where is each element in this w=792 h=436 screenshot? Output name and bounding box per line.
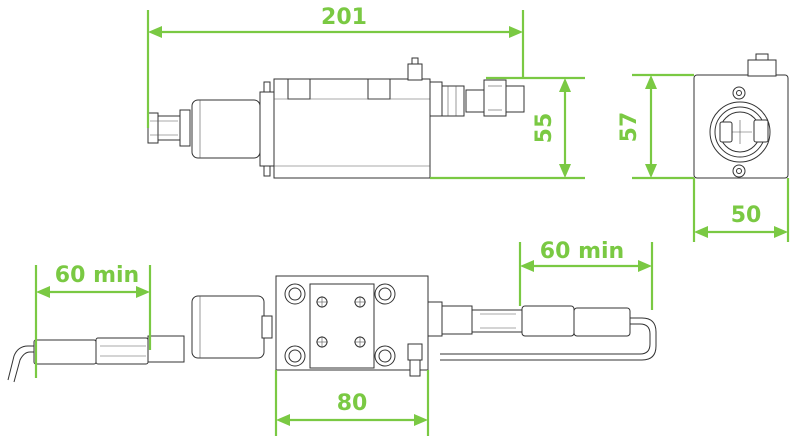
dimension-60-min-left-label: 60 min [55, 263, 139, 288]
dimension-57: 57 [617, 73, 694, 180]
dimension-201-label: 201 [321, 5, 367, 30]
dimension-50-label: 50 [731, 203, 762, 228]
dimension-60-min-right: 60 min [518, 239, 654, 310]
dimension-80-label: 80 [337, 391, 368, 416]
dimension-50: 50 [692, 178, 790, 242]
dimension-80: 80 [274, 370, 430, 436]
dimension-60-min-right-label: 60 min [540, 239, 624, 264]
dimension-201: 201 [146, 5, 525, 128]
dimension-55-label: 55 [532, 113, 557, 144]
front-view [693, 53, 789, 179]
side-view [147, 57, 525, 179]
dimension-55: 55 [430, 76, 585, 180]
dimension-60-min-left: 60 min [34, 263, 152, 378]
top-view [7, 275, 657, 383]
dimension-57-label: 57 [617, 112, 642, 143]
